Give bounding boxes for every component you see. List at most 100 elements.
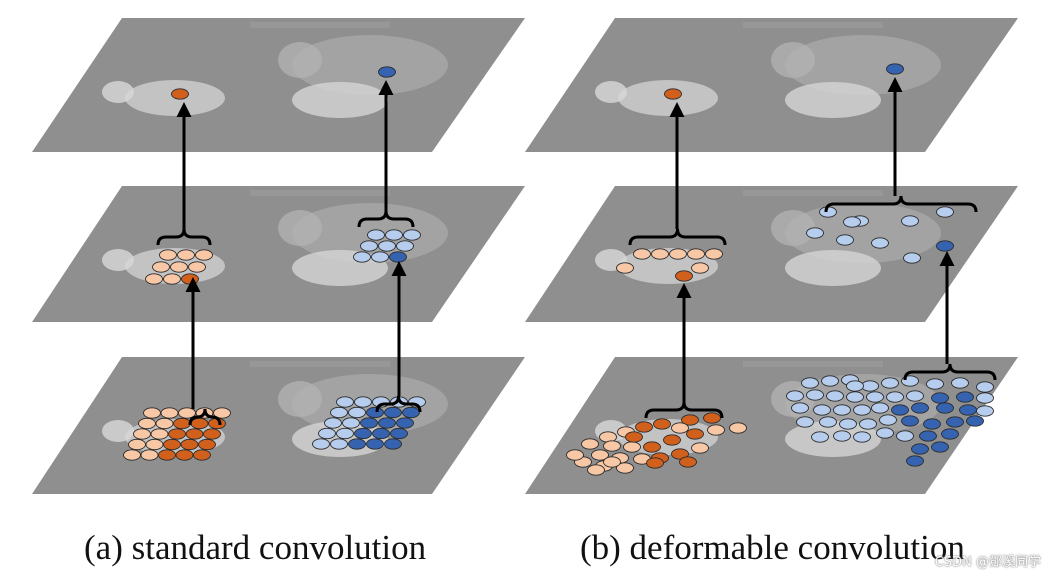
sampling-point bbox=[966, 415, 984, 427]
sampling-point bbox=[931, 441, 949, 453]
sampling-point bbox=[664, 88, 682, 100]
sampling-point bbox=[371, 251, 389, 263]
sheep-head-silhouette bbox=[771, 42, 815, 78]
sampling-point bbox=[926, 378, 944, 390]
sampling-point bbox=[150, 428, 169, 440]
sampling-point bbox=[133, 428, 151, 440]
sampling-point bbox=[679, 456, 697, 468]
sampling-point bbox=[566, 449, 584, 461]
lamb-head-silhouette bbox=[595, 81, 627, 103]
brace bbox=[188, 408, 222, 426]
sampling-point bbox=[976, 392, 994, 404]
sampling-point bbox=[879, 414, 897, 426]
sampling-point bbox=[886, 391, 904, 403]
sampling-point bbox=[152, 261, 170, 273]
sampling-point bbox=[675, 270, 693, 282]
sampling-point bbox=[813, 404, 831, 416]
sampling-point bbox=[616, 262, 634, 274]
sampling-point bbox=[330, 438, 348, 450]
sampling-point bbox=[646, 457, 664, 469]
sampling-point bbox=[390, 427, 408, 440]
sampling-point bbox=[871, 402, 889, 414]
sampling-point bbox=[653, 418, 671, 430]
sampling-point bbox=[603, 456, 621, 468]
sampling-point bbox=[876, 427, 894, 439]
sampling-point bbox=[123, 449, 141, 461]
sampling-point bbox=[901, 415, 919, 427]
sampling-point bbox=[951, 377, 969, 389]
sampling-point bbox=[348, 406, 366, 419]
sampling-point bbox=[906, 455, 924, 467]
sampling-point bbox=[360, 240, 378, 252]
sampling-point bbox=[372, 427, 390, 440]
sampling-point bbox=[366, 438, 384, 450]
sampling-point bbox=[791, 402, 809, 414]
sampling-point bbox=[616, 462, 634, 474]
sampling-point bbox=[185, 428, 204, 440]
fence-silhouette bbox=[250, 190, 390, 196]
lamb-silhouette bbox=[785, 421, 881, 457]
sampling-point bbox=[591, 449, 609, 461]
sheep-head-silhouette bbox=[278, 210, 322, 246]
sampling-point bbox=[171, 88, 189, 100]
sampling-point bbox=[360, 417, 378, 429]
sheep-silhouette bbox=[292, 35, 448, 95]
sampling-point bbox=[833, 404, 851, 416]
sampling-point bbox=[354, 396, 372, 408]
sampling-point bbox=[173, 417, 191, 430]
sampling-point bbox=[796, 416, 814, 428]
sampling-point bbox=[342, 417, 360, 429]
sampling-point bbox=[384, 406, 402, 419]
sampling-point bbox=[826, 390, 844, 402]
sampling-point bbox=[213, 407, 231, 419]
sampling-point bbox=[705, 248, 723, 260]
sampling-point bbox=[143, 407, 161, 419]
sampling-point bbox=[853, 431, 871, 443]
sampling-point bbox=[181, 273, 199, 285]
sampling-point bbox=[353, 251, 371, 263]
sampling-point bbox=[163, 273, 181, 285]
sampling-point bbox=[651, 248, 669, 260]
caption-standard-convolution: (a) standard convolution bbox=[84, 528, 427, 567]
sampling-point bbox=[956, 391, 974, 403]
sampling-point bbox=[919, 430, 937, 442]
sampling-point bbox=[384, 438, 402, 450]
sampling-point bbox=[846, 391, 864, 403]
fence-silhouette bbox=[743, 190, 883, 196]
sampling-point bbox=[936, 402, 954, 414]
sampling-point bbox=[976, 405, 994, 417]
sampling-point bbox=[145, 438, 164, 451]
sampling-point bbox=[853, 404, 871, 416]
sampling-point bbox=[195, 249, 213, 261]
sampling-point bbox=[175, 449, 194, 461]
sampling-point bbox=[159, 249, 177, 261]
sheep-head-silhouette bbox=[771, 210, 815, 246]
sheep-silhouette bbox=[785, 203, 941, 263]
sampling-point bbox=[663, 434, 681, 446]
sampling-point bbox=[806, 227, 824, 239]
sampling-point bbox=[367, 229, 385, 241]
caption-deformable-convolution: (b) deformable convolution bbox=[580, 528, 965, 567]
sampling-point bbox=[140, 449, 159, 461]
lamb-head-silhouette bbox=[102, 81, 134, 103]
sampling-point bbox=[336, 427, 354, 440]
sampling-point bbox=[959, 404, 977, 416]
sampling-point bbox=[180, 438, 199, 451]
brace bbox=[824, 195, 978, 213]
sampling-point bbox=[866, 391, 884, 403]
sampling-point bbox=[729, 422, 747, 434]
sheep-head-silhouette bbox=[278, 42, 322, 78]
sampling-point bbox=[348, 438, 366, 450]
watermark: CSDN @鄧溪同学 bbox=[934, 555, 1041, 570]
sampling-point bbox=[178, 407, 196, 419]
feature-plane bbox=[525, 186, 1018, 322]
sampling-point bbox=[886, 63, 904, 75]
lamb-silhouette bbox=[785, 82, 881, 118]
sampling-point bbox=[168, 428, 186, 440]
sampling-point bbox=[396, 417, 414, 429]
sampling-point bbox=[691, 262, 709, 274]
sampling-point bbox=[923, 418, 941, 430]
sampling-point bbox=[801, 377, 819, 389]
sampling-point bbox=[946, 416, 964, 428]
sampling-point bbox=[881, 377, 899, 389]
